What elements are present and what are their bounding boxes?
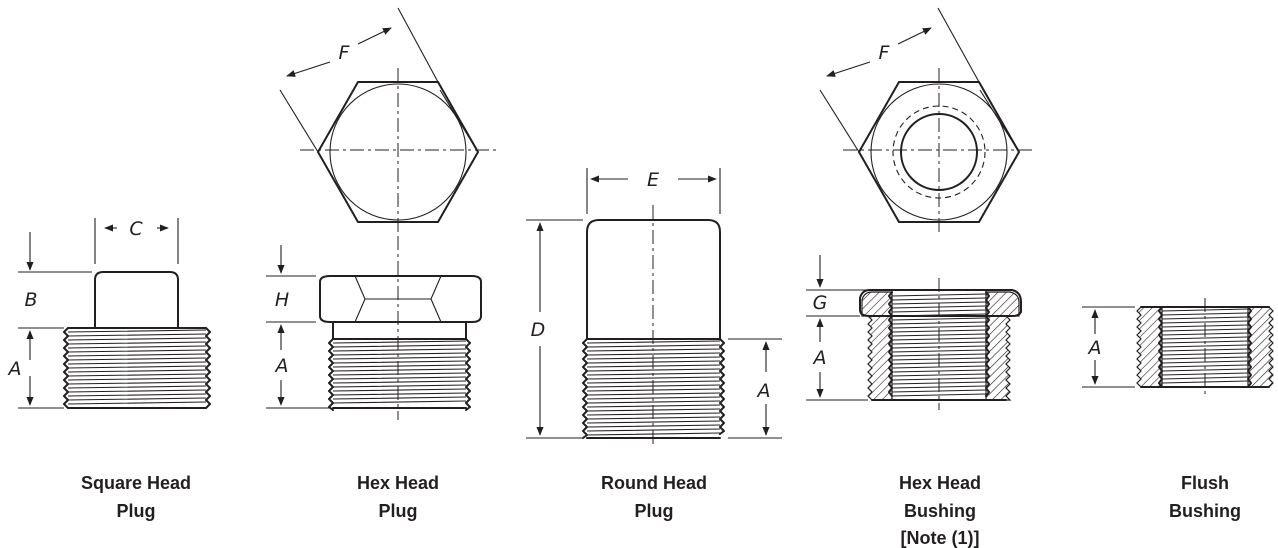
hex-head-plug: F H A Hex Head Plug: [266, 7, 496, 521]
square-head: [94, 271, 179, 329]
dim-label-a-round-plug: A: [756, 380, 771, 402]
hex-head-top-view: [300, 68, 496, 236]
dim-label-e: E: [647, 169, 659, 191]
dim-label-c: C: [129, 218, 143, 240]
dim-label-a: A: [7, 358, 22, 380]
square-plug-thread: [63, 327, 211, 409]
dim-label-h: H: [275, 289, 289, 311]
dim-label-f-plug: F: [339, 42, 351, 64]
dim-label-d: D: [531, 319, 546, 341]
round-plug-thread: [582, 338, 725, 439]
caption-round-head-plug-line1: Round Head: [601, 473, 707, 493]
caption-hex-head-bushing-line3: [Note (1)]: [901, 528, 980, 548]
caption-square-head-plug-line2: Plug: [117, 501, 156, 521]
caption-hex-head-bushing-line1: Hex Head: [899, 473, 981, 493]
flush-bushing: A Flush Bushing: [1082, 298, 1274, 521]
caption-hex-head-plug-line2: Plug: [379, 501, 418, 521]
caption-square-head-plug-line1: Square Head: [81, 473, 191, 493]
caption-flush-bushing-line2: Bushing: [1169, 501, 1241, 521]
flush-bushing-thread: [1136, 306, 1274, 388]
caption-hex-head-plug-line1: Hex Head: [357, 473, 439, 493]
hex-plug-thread: [328, 338, 471, 411]
square-head-plug: C B A Square Head Plug: [7, 218, 211, 521]
dim-label-b: B: [24, 289, 37, 311]
dim-label-g: G: [813, 292, 828, 314]
bushing-thread: [866, 291, 1012, 401]
caption-round-head-plug-line2: Plug: [635, 501, 674, 521]
dim-label-a-bushing: A: [812, 347, 827, 369]
caption-flush-bushing-line1: Flush: [1181, 473, 1229, 493]
hex-head-bushing: F G A Hex Head Bushing [Note (1)]: [806, 7, 1035, 548]
hex-plug-head-side: [319, 275, 482, 323]
dim-label-a-flush: A: [1087, 337, 1102, 359]
round-head-plug: E D A Round Head Plug: [526, 168, 782, 521]
round-head: [586, 219, 721, 340]
dim-label-f-bushing: F: [879, 42, 891, 64]
dim-label-a-hex-plug: A: [274, 355, 289, 377]
bushing-top-view: [843, 68, 1035, 236]
caption-hex-head-bushing-line2: Bushing: [904, 501, 976, 521]
